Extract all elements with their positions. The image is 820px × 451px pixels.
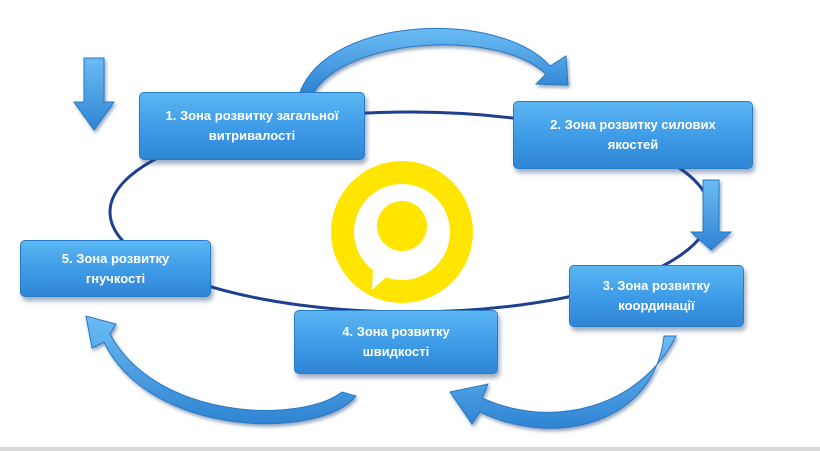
- curved-arrow-icon: [85, 315, 357, 425]
- zone-1-line-2: витривалості: [208, 128, 296, 143]
- zone-2-line-2: якостей: [607, 137, 659, 152]
- zone-1-box: 1. Зона розвитку загальної витривалості: [139, 92, 365, 160]
- zone-5-line-2: гнучкості: [85, 270, 146, 286]
- arrow-down-icon: [73, 57, 115, 131]
- zone-3-line-2: координації: [618, 298, 695, 313]
- curved-arrow-icon: [299, 28, 569, 93]
- zone-5-box: 5. Зона розвитку гнучкості: [20, 240, 211, 297]
- zone-4-box: 4. Зона розвитку швидкості: [294, 310, 498, 374]
- zone-2-line-1: 2. Зона розвитку силових: [550, 117, 716, 132]
- zone-4-line-2: швидкості: [362, 344, 430, 359]
- bottom-divider: [0, 447, 820, 451]
- zone-2-box: 2. Зона розвитку силових якостей: [513, 101, 753, 169]
- zone-1-line-1: 1. Зона розвитку загальної: [165, 108, 339, 123]
- zone-4-line-1: 4. Зона розвитку: [342, 324, 450, 339]
- curved-arrow-icon: [449, 335, 677, 429]
- chat-bubble-target-logo: [331, 161, 473, 303]
- arrow-down-icon: [689, 179, 733, 251]
- zone-3-box: 3. Зона розвитку координації: [569, 265, 744, 327]
- zone-3-line-1: 3. Зона розвитку: [602, 278, 711, 293]
- zone-5-line-1: 5. Зона розвитку: [61, 250, 170, 266]
